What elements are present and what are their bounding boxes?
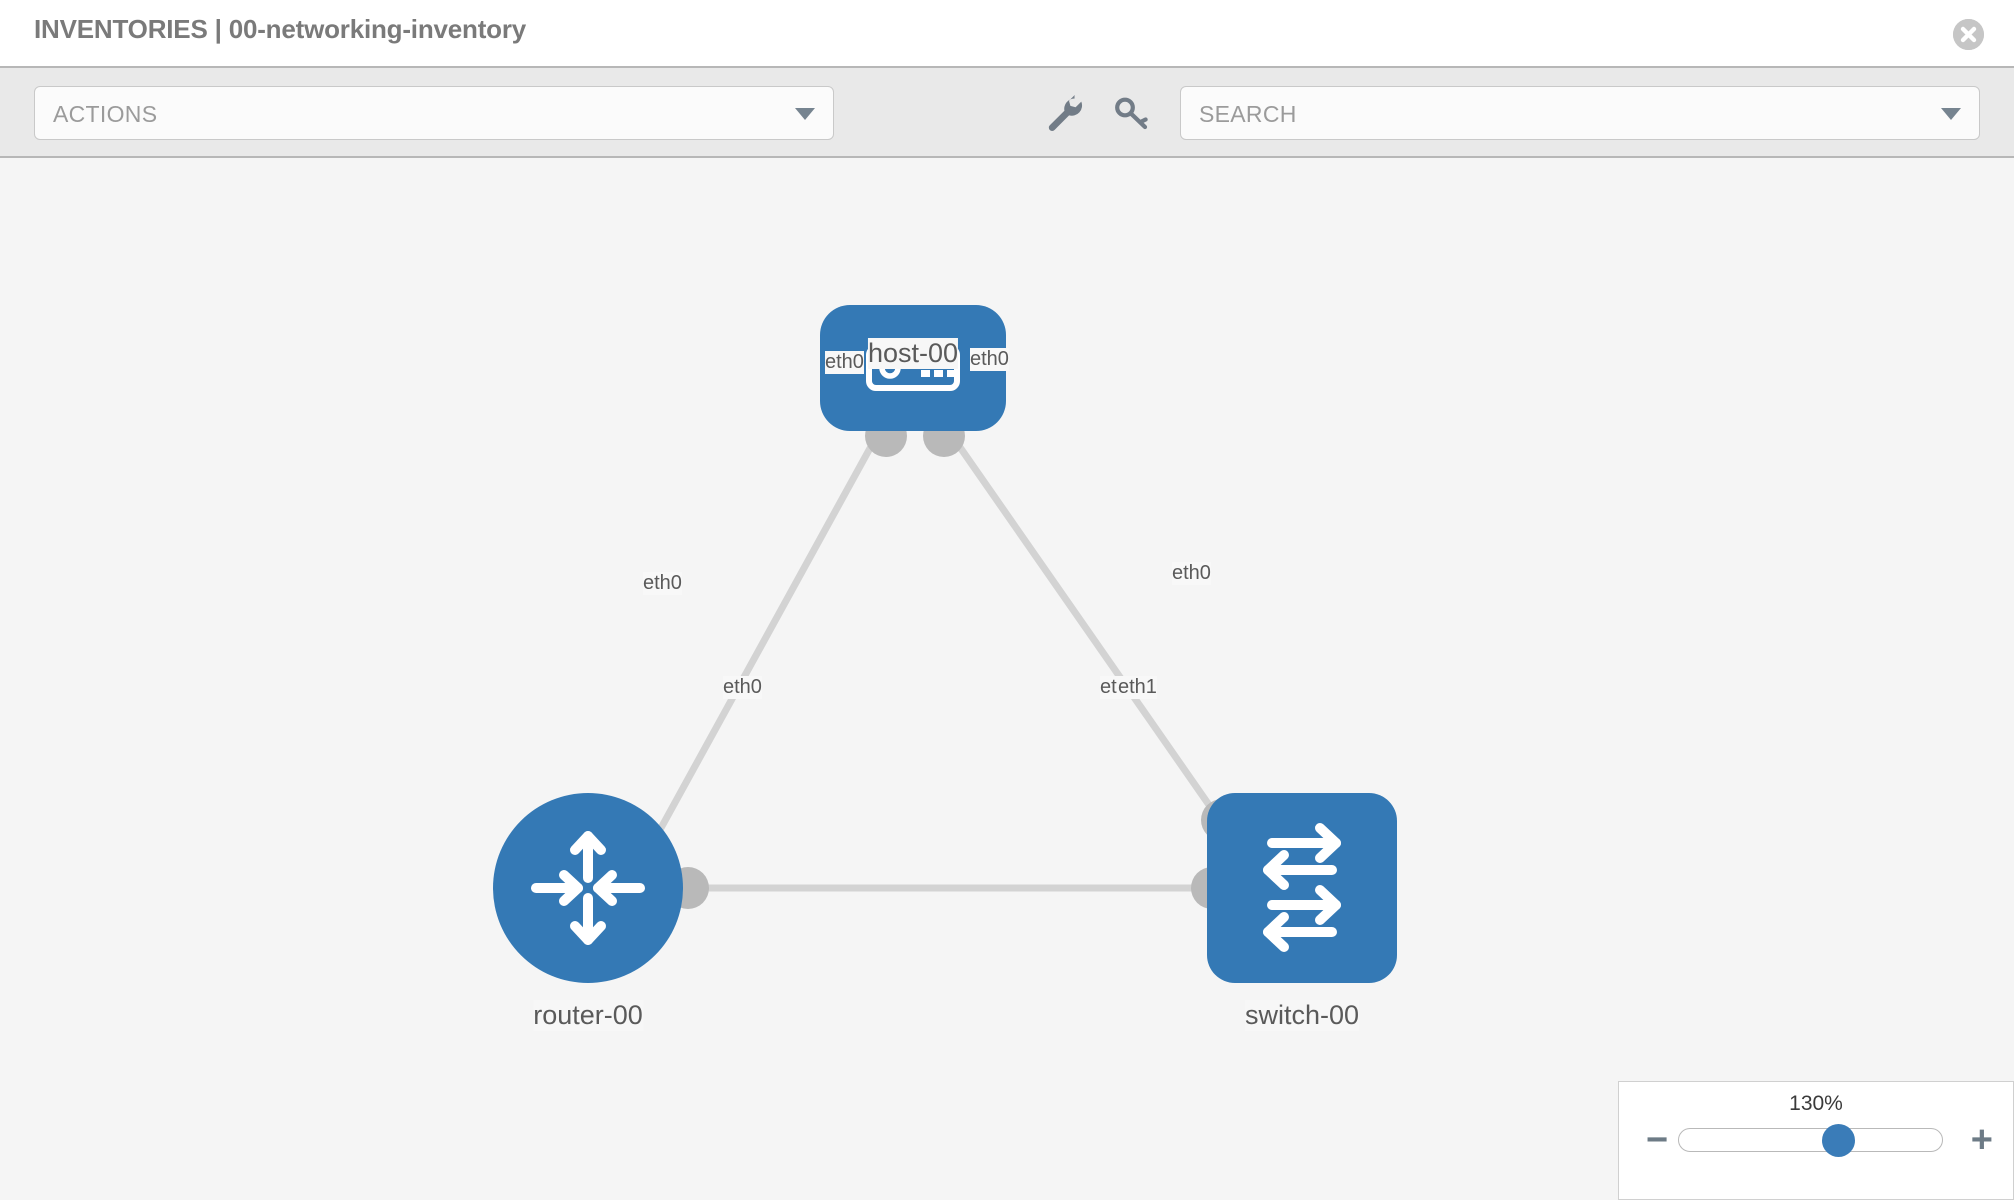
node-label-switch-00[interactable]: switch-00 bbox=[1244, 1000, 1360, 1031]
page-header: INVENTORIES | 00-networking-inventory bbox=[0, 0, 2014, 68]
chevron-down-icon bbox=[795, 108, 815, 120]
iface-label-switch00-eth0-up: eth0 bbox=[1172, 562, 1211, 585]
chevron-down-icon bbox=[1941, 108, 1961, 120]
zoom-control-panel: 130% − + bbox=[1618, 1081, 2014, 1200]
search-input[interactable]: SEARCH bbox=[1180, 86, 1980, 140]
node-switch-00 bbox=[1207, 793, 1397, 983]
iface-label-host00-eth0-left: eth0 bbox=[825, 351, 864, 374]
node-label-router-00[interactable]: router-00 bbox=[533, 1000, 643, 1031]
zoom-slider-thumb[interactable] bbox=[1821, 1124, 1855, 1157]
zoom-out-button[interactable]: − bbox=[1646, 1119, 1669, 1161]
zoom-level-value: 130% bbox=[1789, 1092, 1843, 1115]
zoom-slider-track[interactable] bbox=[1678, 1124, 1943, 1157]
topology-canvas[interactable]: eth0 eth0 eth0 eth0 eth0 eth0 eth1 host-… bbox=[0, 158, 2014, 1200]
iface-label-router00-eth0-up: eth0 bbox=[643, 572, 682, 595]
search-placeholder: SEARCH bbox=[1199, 101, 1297, 127]
link-host00-router00 bbox=[646, 426, 884, 852]
iface-label-router00-eth0: eth0 bbox=[723, 676, 762, 699]
zoom-in-button[interactable]: + bbox=[1970, 1119, 1993, 1161]
iface-label-host00-eth0-right: eth0 bbox=[970, 348, 1009, 371]
node-router-00 bbox=[493, 793, 683, 983]
topology-svg bbox=[493, 305, 1397, 983]
key-icon[interactable] bbox=[1110, 92, 1152, 134]
topology-links bbox=[646, 426, 1236, 892]
iface-label-switch00-eth1: eth1 bbox=[1118, 676, 1157, 699]
actions-dropdown[interactable]: ACTIONS bbox=[34, 86, 834, 140]
node-label-host-00[interactable]: host-00 bbox=[867, 338, 959, 369]
actions-dropdown-label: ACTIONS bbox=[53, 101, 158, 127]
wrench-icon[interactable] bbox=[1043, 92, 1085, 134]
link-host00-switch00 bbox=[944, 426, 1236, 842]
toolbar: ACTIONS SEARCH bbox=[0, 68, 2014, 158]
close-icon[interactable] bbox=[1953, 19, 1984, 50]
page-title: INVENTORIES | 00-networking-inventory bbox=[34, 14, 527, 44]
